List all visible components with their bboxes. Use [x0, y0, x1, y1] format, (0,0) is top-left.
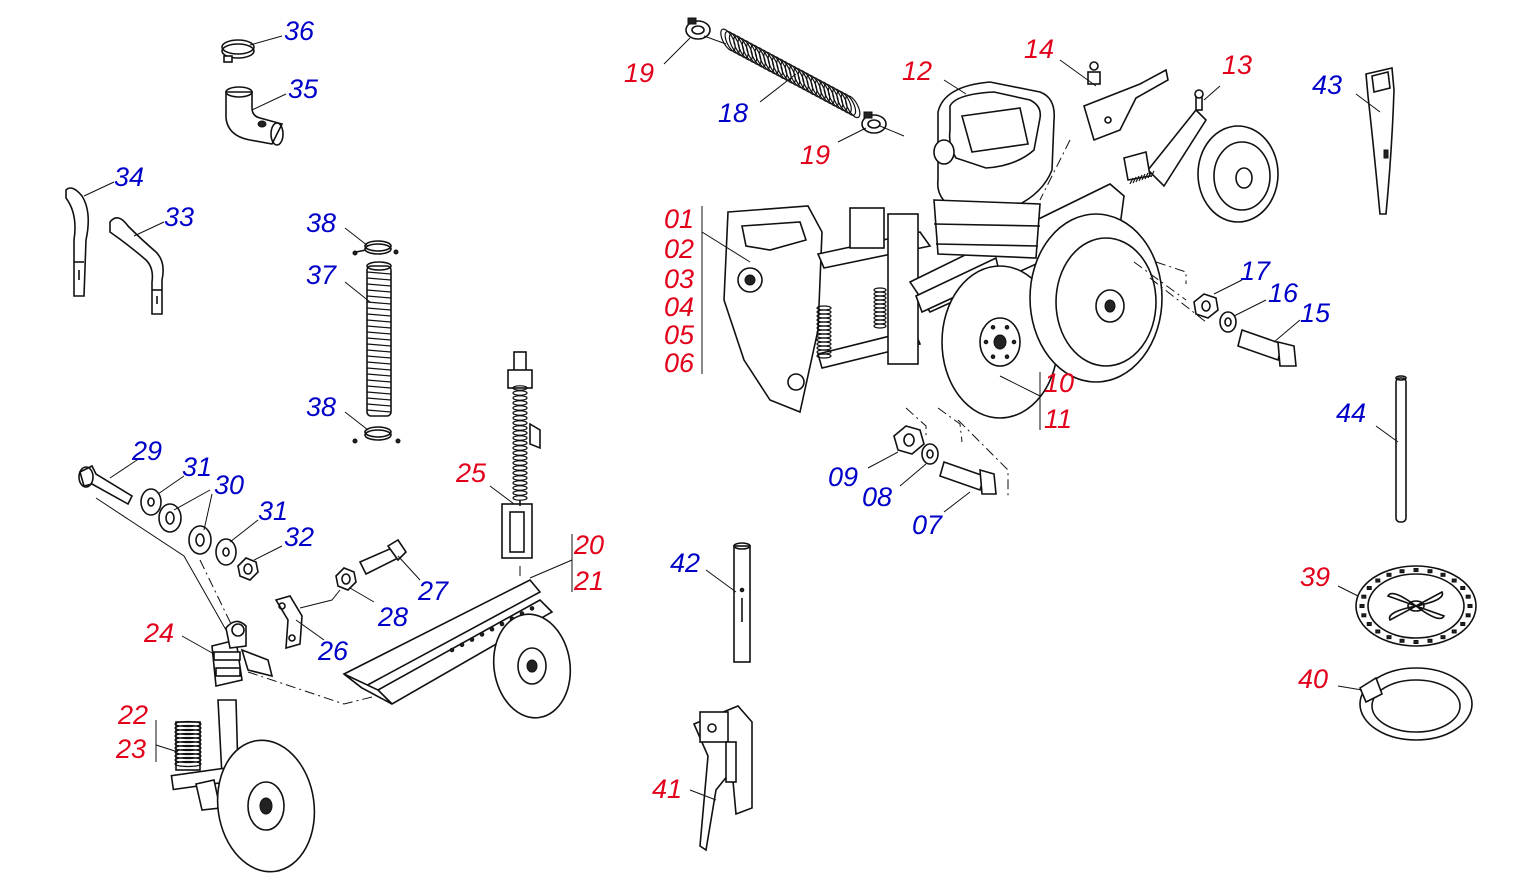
label-11: 11: [1044, 404, 1072, 434]
label-25: 25: [455, 458, 487, 488]
main-planter-row-unit: [723, 61, 1279, 419]
label-04: 04: [664, 292, 694, 322]
part-19-clamp-right: [861, 111, 905, 137]
part-17-nut: [1193, 293, 1219, 319]
label-31-b: 31: [258, 496, 288, 526]
label-16: 16: [1268, 278, 1299, 308]
part-31-washer-b: [215, 538, 237, 566]
part-24-bracket-assembly: [211, 620, 274, 687]
label-35: 35: [288, 74, 319, 104]
part-42-tube: [733, 542, 751, 663]
label-26: 26: [317, 636, 349, 666]
label-43: 43: [1312, 70, 1342, 100]
part-22-23-disc-opener: [170, 699, 316, 873]
label-21: 21: [573, 566, 604, 596]
label-19-left: 19: [624, 58, 654, 88]
label-44: 44: [1336, 398, 1366, 428]
label-01: 01: [664, 204, 694, 234]
part-08-washer: [921, 443, 939, 465]
part-32-nut: [237, 557, 259, 581]
label-31-a: 31: [182, 452, 212, 482]
label-15: 15: [1300, 298, 1331, 328]
part-30-bushing: [158, 503, 212, 555]
label-02: 02: [664, 234, 694, 264]
label-33: 33: [164, 202, 194, 232]
part-44-rod: [1395, 375, 1407, 523]
label-38-bottom: 38: [306, 392, 336, 422]
label-09: 09: [828, 462, 858, 492]
label-42: 42: [670, 548, 700, 578]
part-29-bolt: [78, 464, 134, 506]
part-19-clamp-left: [685, 17, 727, 45]
label-24: 24: [143, 618, 174, 648]
label-05: 05: [664, 320, 695, 350]
part-43-seed-tube: [1365, 67, 1395, 215]
label-37: 37: [306, 260, 337, 290]
label-39: 39: [1300, 562, 1330, 592]
label-41: 41: [652, 774, 682, 804]
label-14: 14: [1024, 34, 1054, 64]
part-15-bolt: [1237, 328, 1297, 367]
part-34-seed-tube: [65, 187, 90, 297]
label-07: 07: [912, 510, 943, 540]
part-18-hose: [720, 28, 861, 119]
label-08: 08: [862, 482, 892, 512]
label-30: 30: [214, 470, 244, 500]
label-12: 12: [902, 56, 932, 86]
label-22: 22: [117, 700, 148, 730]
part-36-clamp: [221, 39, 255, 63]
label-17: 17: [1240, 256, 1271, 286]
part-40-ring: [1358, 667, 1473, 741]
part-31-washer: [140, 488, 162, 516]
label-27: 27: [417, 576, 449, 606]
part-39-seed-disc: [1355, 565, 1477, 647]
hose-37-ribs: [366, 271, 392, 413]
label-18: 18: [718, 98, 748, 128]
label-29: 29: [131, 436, 162, 466]
part-41-shoe: [692, 705, 753, 852]
label-23: 23: [115, 734, 146, 764]
part-labels: 36 35 34 33 38 37 38 29 31 30 31 32 27 2…: [114, 16, 1366, 804]
label-03: 03: [664, 264, 694, 294]
part-35-elbow: [225, 86, 284, 146]
part-25-spring-link: [501, 351, 541, 559]
label-13: 13: [1222, 50, 1252, 80]
label-10: 10: [1044, 368, 1074, 398]
part-07-bolt: [939, 460, 997, 495]
label-32: 32: [284, 522, 314, 552]
label-06: 06: [664, 348, 695, 378]
part-16-washer: [1219, 311, 1237, 333]
label-19-right: 19: [800, 140, 830, 170]
label-40: 40: [1298, 664, 1328, 694]
part-37-corrugated-hose: [366, 261, 392, 417]
part-09-nut: [893, 425, 925, 455]
part-20-21-arm-and-disc: [342, 578, 572, 719]
part-27-bolt: [358, 538, 408, 576]
label-34: 34: [114, 162, 144, 192]
part-38-clamp-bottom: [352, 426, 401, 444]
part-26-bracket: [274, 595, 303, 650]
label-20: 20: [573, 530, 604, 560]
spring-22-23: [174, 720, 202, 771]
part-33-seed-tube: [109, 217, 164, 315]
label-28: 28: [377, 602, 408, 632]
part-28-nut: [335, 567, 357, 591]
part-38-clamp-top: [352, 240, 399, 256]
label-36: 36: [284, 16, 315, 46]
label-38-top: 38: [306, 208, 336, 238]
